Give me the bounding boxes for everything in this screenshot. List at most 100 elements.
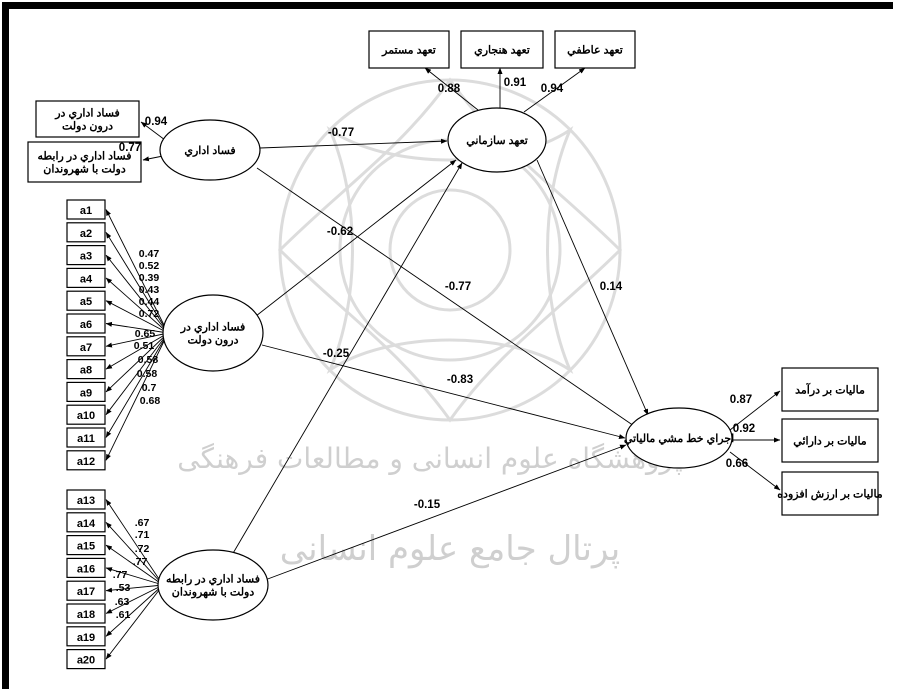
- edge-c1-i2: [142, 155, 164, 162]
- loading-a6: 0.72: [139, 308, 160, 320]
- loading-b18: .53: [116, 582, 131, 594]
- indicator-box-a8: [66, 359, 106, 380]
- indicator-box-a15: [66, 534, 106, 556]
- indicator-box-a16: [66, 557, 106, 579]
- indicator-box-t2: [781, 418, 879, 463]
- loading-a5: 0.44: [139, 296, 160, 308]
- indicator-label-a3: a3: [80, 251, 92, 263]
- edge-c2-a9: [105, 332, 169, 393]
- indicator-box-t3: [781, 471, 879, 516]
- edge-c4-c5: [536, 159, 649, 416]
- indicator-box-o1: [368, 30, 450, 69]
- indicator-box-a1: [66, 199, 106, 220]
- indicator-box-a7: [66, 336, 106, 357]
- loading-a3: 0.39: [139, 272, 160, 284]
- edge-c3-a17: [105, 584, 164, 593]
- indicator-box-a18: [66, 603, 106, 624]
- indicator-label-a12: a12: [77, 456, 95, 468]
- indicator-box-a4: [66, 267, 106, 288]
- edge-c4-o1: [424, 67, 479, 111]
- indicator-box-a11: [66, 427, 106, 448]
- indicator-label-a19: a19: [77, 632, 95, 644]
- indicator-box-i2: [27, 141, 142, 183]
- loading-b16: .77: [133, 556, 148, 568]
- indicator-label-a4: a4: [80, 273, 93, 285]
- edge-c3-a14: [105, 521, 164, 586]
- edge-c3-a20: [105, 584, 164, 660]
- indicator-box-a20: [66, 648, 106, 670]
- construct-label-c1: فساد اداري: [184, 145, 235, 158]
- indicator-label-t1: ماليات بر درآمد: [795, 383, 865, 397]
- loading-a11: 0.7: [142, 382, 157, 394]
- edge-c3-a15: [105, 544, 164, 586]
- construct-ellipse-c2: [162, 294, 264, 372]
- loading-b19: .63: [115, 596, 130, 608]
- coef-o3: 0.94: [541, 83, 564, 95]
- construct-ellipse-c5: [625, 407, 733, 469]
- loading-b14: .71: [135, 529, 150, 541]
- edge-c2-a6: [105, 321, 169, 334]
- indicator-box-o3: [554, 30, 636, 69]
- indicator-label-t3: ماليات بر ارزش افزوده: [777, 489, 882, 501]
- indicator-label-t2: ماليات بر دارائي: [793, 436, 867, 449]
- construct-label-c5: اجراي خط مشي مالياتي: [624, 433, 734, 446]
- edge-c2-a8: [105, 332, 169, 370]
- indicator-label-a20: a20: [77, 655, 95, 667]
- edge-c2-c4: [255, 159, 457, 317]
- edge-c4-o3: [523, 67, 586, 113]
- edge-c2-a3: [105, 254, 169, 334]
- edge-c5-t3: [729, 451, 781, 491]
- edge-c3-a13: [105, 499, 164, 586]
- indicator-label-a6: a6: [80, 319, 92, 331]
- indicator-label-o3: تعهد عاطفي: [567, 45, 623, 58]
- edge-c3-c5: [264, 444, 627, 581]
- indicator-label-a17: a17: [77, 586, 95, 598]
- indicator-box-a3: [66, 245, 106, 266]
- indicator-box-a14: [66, 512, 106, 533]
- coef-c1-i1: 0.94: [145, 116, 168, 128]
- indicator-label-a11: a11: [77, 433, 95, 445]
- loading-a12: 0.68: [140, 395, 161, 407]
- indicator-box-a12: [66, 450, 106, 471]
- indicator-box-a10: [66, 404, 106, 425]
- coef-t3: 0.66: [726, 458, 748, 470]
- edge-c2-c5: [261, 344, 626, 439]
- construct-label-c4: تعهد سازماني: [466, 135, 528, 148]
- edge-c2-a12: [105, 332, 169, 461]
- coef-c3-c4: -0.25: [323, 348, 350, 360]
- construct-ellipse-c4: [447, 107, 547, 173]
- indicator-box-a19: [66, 626, 106, 647]
- indicator-box-o2: [460, 30, 544, 69]
- edge-c1-c5: [256, 167, 638, 429]
- coef-c3-c5: -0.15: [414, 499, 441, 511]
- indicator-box-a6: [66, 313, 106, 334]
- indicator-label-o1: تعهد مستمر: [381, 45, 436, 57]
- loading-a10: 0.58: [137, 368, 158, 380]
- edge-c3-a18: [105, 584, 164, 614]
- coef-t1: 0.87: [730, 394, 752, 406]
- indicator-label-a8: a8: [80, 365, 92, 377]
- indicator-label-a2: a2: [80, 228, 92, 240]
- indicator-label-a1: a1: [80, 205, 92, 217]
- indicator-box-a17: [66, 580, 106, 601]
- indicator-label-a15: a15: [77, 541, 95, 553]
- loading-b20: .61: [116, 609, 131, 621]
- loading-a9: 0.58: [138, 354, 159, 366]
- coef-c2-c4: -0.62: [327, 226, 353, 238]
- frame-left-border: [2, 2, 9, 689]
- edge-c3-a19: [105, 584, 164, 637]
- edge-c2-a5: [105, 300, 169, 334]
- indicator-label-a7: a7: [80, 342, 92, 354]
- edge-c1-i1: [140, 121, 166, 141]
- indicator-label-a16: a16: [77, 563, 95, 575]
- coef-c4-c5: 0.14: [600, 281, 623, 293]
- indicator-label-a13: a13: [77, 495, 95, 507]
- loading-a2: 0.52: [139, 260, 160, 272]
- indicator-label-a18: a18: [77, 609, 95, 621]
- watermark-text-line2: پرتال جامع علوم انسانی: [280, 529, 620, 569]
